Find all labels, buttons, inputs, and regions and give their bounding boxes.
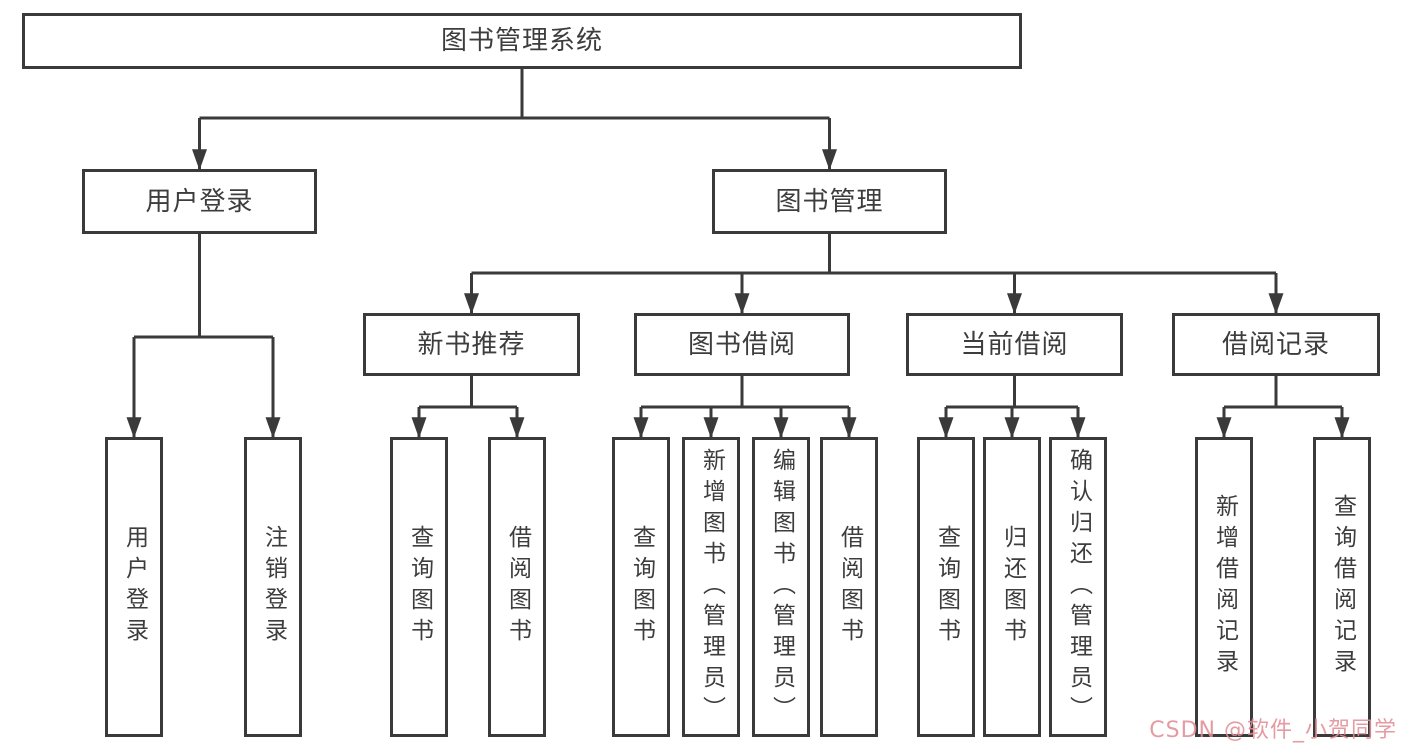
node-book-mgmt: 图书管理: [712, 169, 947, 234]
node-leaf-nb-borrow: 借阅图书: [488, 437, 546, 737]
node-leaf-br-add: 新增借阅记录: [1195, 437, 1253, 737]
node-book-borrow: 图书借阅: [634, 313, 850, 376]
node-label: 用户登录: [145, 186, 254, 217]
node-label: 借阅图书: [504, 525, 531, 649]
node-label: 新增借阅记录: [1211, 494, 1238, 680]
edge-trunk-user-login: [134, 234, 273, 339]
node-leaf-bb-query: 查询图书: [612, 437, 670, 737]
edge-trunk-book-borrow: [641, 376, 849, 409]
node-leaf-user-login: 用户登录: [105, 437, 163, 737]
node-label: 查询图书: [406, 525, 433, 649]
node-label: 查询图书: [933, 525, 960, 649]
edge-trunk-root: [199, 69, 830, 120]
node-root: 图书管理系统: [22, 13, 1022, 69]
node-label: 查询图书: [628, 525, 655, 649]
node-leaf-logout: 注销登录: [244, 437, 302, 737]
node-label: 当前借阅: [960, 329, 1069, 360]
node-label: 图书借阅: [687, 329, 796, 360]
node-label: 借阅记录: [1221, 329, 1330, 360]
node-leaf-bb-borrow: 借阅图书: [820, 437, 878, 737]
node-borrow-record: 借阅记录: [1172, 313, 1380, 376]
watermark: CSDN @软件_小贺同学: [1149, 718, 1397, 743]
node-leaf-br-query: 查询借阅记录: [1313, 437, 1371, 737]
node-leaf-cb-return: 归还图书: [983, 437, 1041, 737]
edge-trunk-new-book-rec: [419, 376, 517, 409]
node-label: 借阅图书: [836, 525, 863, 649]
node-label: 新书推荐: [417, 329, 526, 360]
node-new-book-rec: 新书推荐: [363, 313, 580, 376]
node-leaf-cb-query: 查询图书: [917, 437, 975, 737]
node-label: 编辑图书（管理员）: [768, 447, 795, 727]
node-leaf-nb-query: 查询图书: [390, 437, 448, 737]
node-label: 归还图书: [999, 525, 1026, 649]
edge-trunk-book-mgmt: [471, 234, 1276, 275]
node-label: 新增图书（管理员）: [698, 447, 725, 727]
node-label: 图书管理系统: [440, 26, 603, 56]
edge-trunk-borrow-record: [1224, 376, 1342, 409]
node-leaf-cb-confirm: 确认归还（管理员）: [1049, 437, 1107, 737]
node-user-login: 用户登录: [82, 169, 317, 234]
node-label: 图书管理: [775, 186, 884, 217]
node-current-borrow: 当前借阅: [906, 313, 1123, 376]
node-label: 确认归还（管理员）: [1065, 447, 1092, 727]
node-label: 用户登录: [121, 525, 148, 649]
node-leaf-bb-add: 新增图书（管理员）: [682, 437, 740, 737]
node-label: 注销登录: [260, 525, 287, 649]
node-label: 查询借阅记录: [1329, 494, 1356, 680]
node-leaf-bb-edit: 编辑图书（管理员）: [752, 437, 810, 737]
